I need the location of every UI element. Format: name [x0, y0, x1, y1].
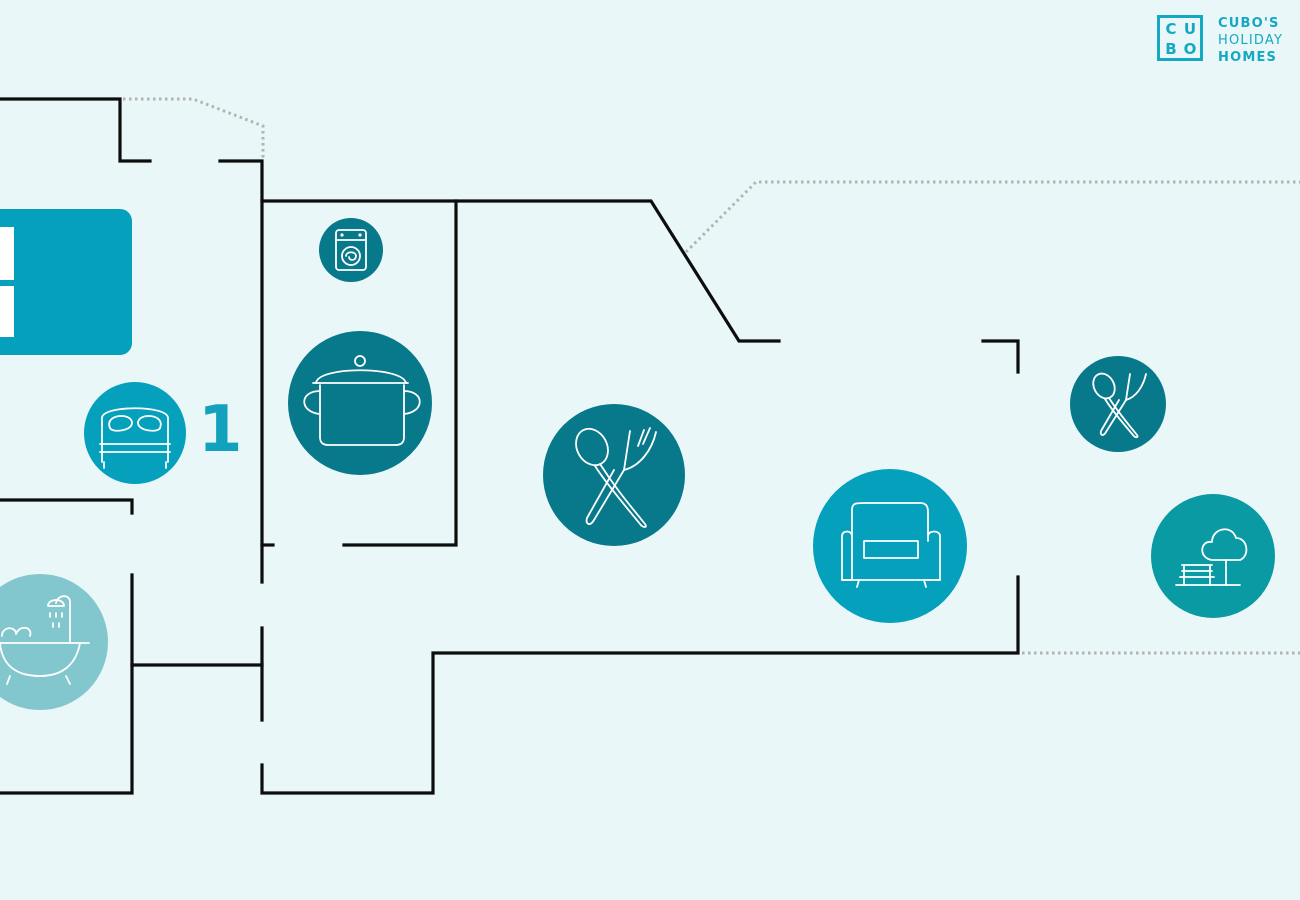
bedroom-number-label: 1	[198, 393, 243, 467]
logo-mark-letter: C	[1165, 20, 1177, 38]
outdoor-boundaries	[123, 97, 1300, 655]
logo-line-1: CUBO'S	[1218, 16, 1280, 31]
logo-line-3: HOMES	[1218, 50, 1278, 65]
washing-machine-icon	[319, 218, 383, 282]
double-bed-icon	[84, 382, 186, 484]
logo-mark-letter: O	[1183, 40, 1197, 58]
sofa-icon	[813, 469, 967, 623]
outdoor-dining-icon	[1070, 356, 1166, 452]
logo-mark-letter: U	[1183, 20, 1197, 38]
logo-line-2: HOLIDAY	[1218, 33, 1284, 48]
dining-cutlery-icon	[543, 404, 685, 546]
bed	[0, 209, 132, 355]
garden-bench-tree-icon	[1151, 494, 1275, 618]
cubos-holiday-homes-logo: C U B O CUBO'S HOLIDAY HOMES	[1157, 15, 1297, 67]
logo-mark-letter: B	[1165, 40, 1177, 58]
bathtub-shower-icon	[0, 574, 108, 710]
logo-wordmark: CUBO'S HOLIDAY HOMES	[1218, 15, 1283, 66]
logo-mark: C U B O	[1157, 15, 1203, 61]
cooking-pot-icon	[288, 331, 432, 475]
walls	[0, 97, 1020, 795]
